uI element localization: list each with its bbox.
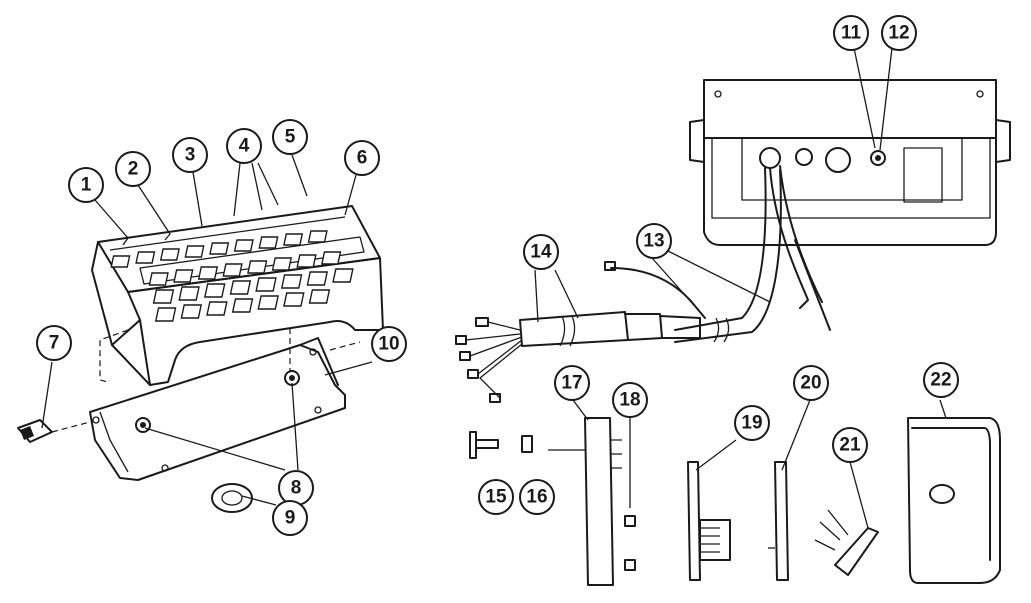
svg-text:15: 15 [485,487,507,508]
callout-5: 5 [272,119,308,155]
callout-17: 17 [554,365,590,401]
callout-13: 13 [636,223,672,259]
svg-text:12: 12 [888,23,909,44]
wire-harness [455,261,730,403]
alignment-line [51,421,91,433]
callout-1: 1 [68,167,104,203]
svg-text:13: 13 [643,231,664,252]
keypad-keys [110,230,354,322]
svg-text:2: 2 [128,159,139,180]
keypad-housing [91,205,384,386]
svg-text:19: 19 [741,413,762,434]
svg-text:7: 7 [49,333,60,354]
leader-lines [41,47,947,529]
svg-text:21: 21 [839,435,861,456]
callout-6: 6 [344,140,380,176]
svg-text:18: 18 [619,390,640,411]
callout-22: 22 [923,362,959,398]
grommet [211,483,253,513]
callout-11: 11 [833,15,869,51]
callout-15: 15 [478,479,514,515]
svg-text:9: 9 [285,508,296,529]
svg-text:4: 4 [239,136,250,157]
mounting-knob [17,419,53,443]
callout-14: 14 [523,234,559,270]
callout-7: 7 [36,325,72,361]
alignment-line [99,329,129,383]
callout-9: 9 [272,500,308,536]
callout-18: 18 [612,382,648,418]
callout-4: 4 [226,128,262,164]
callout-21: 21 [832,427,868,463]
svg-text:20: 20 [800,373,821,394]
svg-text:5: 5 [285,127,296,148]
svg-text:14: 14 [530,242,552,263]
mounting-screw [135,370,300,433]
callout-12: 12 [881,15,917,51]
bottom-components [469,417,1001,586]
svg-text:10: 10 [378,334,399,355]
rear-connectors [759,147,886,173]
mounting-bracket [89,337,346,481]
callout-10: 10 [371,326,407,362]
callout-2: 2 [115,151,151,187]
svg-text:22: 22 [930,370,951,391]
svg-text:16: 16 [526,487,547,508]
callout-3: 3 [172,137,208,173]
callout-8: 8 [278,470,314,506]
svg-text:3: 3 [185,145,196,166]
svg-text:17: 17 [561,373,582,394]
callout-19: 19 [734,405,770,441]
svg-text:8: 8 [291,478,302,499]
control-unit-rear [689,79,1011,246]
callout-20: 20 [793,365,829,401]
alignment-line [329,341,361,351]
svg-text:6: 6 [357,148,368,169]
main-cable [610,165,831,343]
callout-16: 16 [519,479,555,515]
svg-text:1: 1 [81,175,92,196]
svg-text:11: 11 [841,23,862,44]
